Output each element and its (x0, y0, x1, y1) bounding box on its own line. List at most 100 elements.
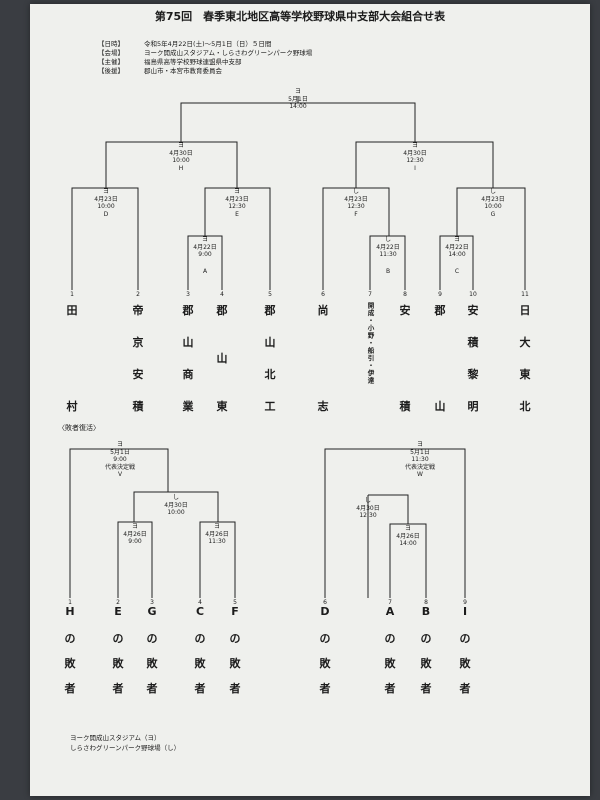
entry-char: H (65, 605, 75, 618)
entry-number: 7 (388, 599, 392, 606)
info-value: ヨーク開成山スタジアム・しらさわグリーンパーク野球場 (144, 49, 313, 57)
node-line: ヨ (404, 525, 412, 532)
team-name-char: 北 (264, 368, 276, 381)
entry-char: 者 (194, 682, 206, 695)
team-name-char: 明 (467, 400, 479, 413)
match-h: ヨ 4月30日 10:00 H (169, 142, 192, 172)
footer-venue-shirasawa: しらさわグリーンパーク野球場（し） (70, 744, 181, 752)
node-line: 5月1日 (110, 448, 130, 456)
entry-char: 敗 (319, 657, 331, 670)
team-name-char: 安 (467, 304, 479, 317)
team-number: 8 (403, 291, 407, 298)
team-name-char: 田 (66, 304, 78, 317)
node-line: ヨ (131, 523, 139, 530)
node-line: ヨ (411, 142, 419, 149)
node-line: 10:00 (172, 157, 190, 164)
entry-number: 1 (68, 599, 72, 606)
node-line: D (103, 210, 109, 218)
team-name-char: 東 (216, 400, 228, 413)
node-line: 4月30日 (169, 149, 193, 157)
node-line: ヨ (116, 441, 124, 448)
node-line: 12:30 (228, 203, 246, 210)
node-line: し (364, 497, 372, 504)
entry-char: の (420, 632, 432, 645)
entry-char: F (231, 605, 239, 618)
entry-char: の (194, 632, 206, 645)
entry-number: 5 (233, 599, 237, 606)
entry-char: D (320, 605, 330, 618)
entry-char: の (459, 632, 471, 645)
entry-char: 者 (384, 682, 396, 695)
team-name-char: 安 (399, 304, 411, 317)
node-line: V (117, 471, 123, 478)
node-line: 4月26日 (396, 532, 420, 540)
node-line: 4月22日 (193, 243, 217, 251)
entry-char: G (147, 605, 157, 618)
node-line: 14:00 (399, 540, 417, 547)
node-line: 9:00 (128, 538, 142, 545)
node-line: 代表決定戦 (404, 463, 436, 471)
info-key: 【主催】 (98, 58, 124, 66)
info-value: 郡山市・本宮市教育委員会 (144, 67, 222, 75)
team-name-char: 郡 (264, 304, 276, 317)
entry-char: 者 (319, 682, 331, 695)
match-letter-b: B (385, 268, 391, 275)
node-line: 12:30 (347, 203, 365, 210)
team-number: 1 (70, 291, 74, 298)
node-line: 12:30 (359, 512, 377, 519)
team-name-char: 山 (182, 336, 194, 349)
match-a: ヨ 4月22日 9:00 (193, 236, 216, 259)
node-line: 4月23日 (225, 195, 249, 203)
match-v: ヨ 5月1日 9:00 代表決定戦 V (105, 441, 135, 479)
info-key: 【会場】 (98, 49, 124, 57)
node-line: W (417, 471, 423, 478)
entry-char: 敗 (194, 657, 206, 670)
entry-number: 2 (116, 599, 120, 606)
node-line: し (352, 188, 360, 195)
info-value: 令和5年4月22日(土)～5月1日（日）５日間 (144, 40, 272, 48)
team-name-char: 京 (132, 336, 144, 349)
node-line: 10:00 (484, 203, 502, 210)
team-name-char: 尚 (317, 304, 329, 317)
node-line: H (178, 164, 184, 172)
entry-char: B (421, 605, 431, 618)
entry-char: 敗 (459, 657, 471, 670)
team-number: 9 (438, 291, 442, 298)
team-name-char: 業 (182, 400, 194, 413)
team-name-char: 黎 (467, 368, 479, 381)
match-w: ヨ 5月1日 11:30 代表決定戦 W (405, 441, 435, 479)
node-line: 5月1日 (410, 448, 430, 456)
team-number: 6 (321, 291, 325, 298)
node-line: ヨ (102, 188, 110, 195)
entry-char: 者 (420, 682, 432, 695)
entry-char: 者 (112, 682, 124, 695)
node-line: 4月30日 (164, 501, 188, 509)
node-line: し (489, 188, 497, 195)
node-line: 4月23日 (481, 195, 505, 203)
info-key: 【後援】 (98, 67, 124, 75)
team-name-char: 山 (434, 400, 446, 413)
node-line: 4月30日 (356, 504, 380, 512)
entry-char: の (64, 632, 76, 645)
node-line: 11:30 (379, 251, 397, 258)
node-line: 9:00 (198, 251, 212, 258)
entry-char: 敗 (420, 657, 432, 670)
match-c: ヨ 4月22日 14:00 (445, 236, 468, 259)
node-line: 4月22日 (445, 243, 469, 251)
entry-char: 敗 (384, 657, 396, 670)
team-name-char: 安 (132, 368, 144, 381)
match-letter-a: A (202, 268, 208, 275)
team-name-char: 山 (264, 336, 276, 349)
node-line: 11:30 (208, 538, 226, 545)
entry-char: A (385, 605, 395, 618)
entry-char: の (229, 632, 241, 645)
entry-char: C (195, 605, 205, 618)
team-name-char: 山 (216, 352, 228, 365)
node-line: E (235, 210, 239, 218)
node-line: ヨ (177, 142, 185, 149)
team-number: 2 (136, 291, 140, 298)
entry-char: 者 (229, 682, 241, 695)
node-line: 9:00 (113, 456, 127, 463)
node-line: I (414, 164, 416, 172)
